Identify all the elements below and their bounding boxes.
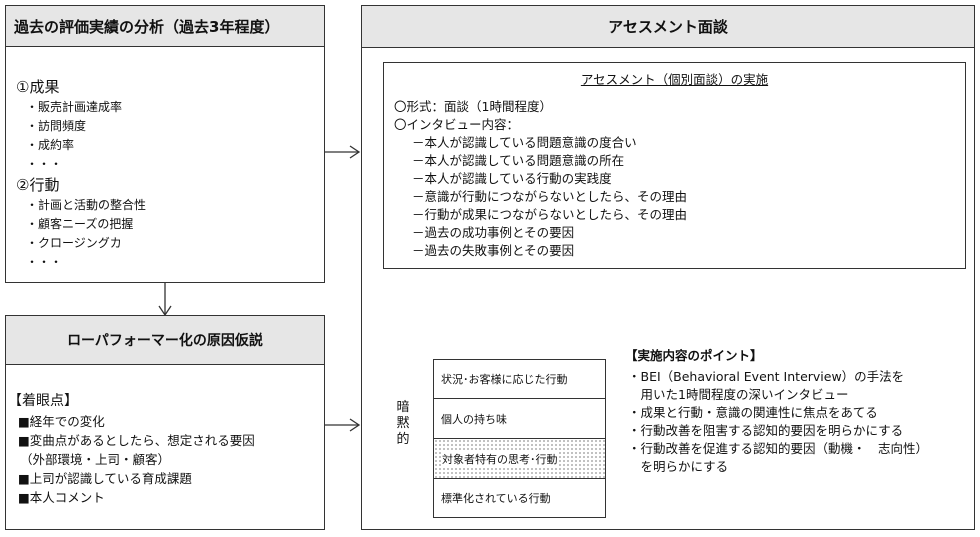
past-evaluation-box: 過去の評価実績の分析（過去3年程度） ①成果 ・販売計画達成率 ・訪問頻度 ・成… [5, 5, 325, 283]
points-title: 【実施内容のポイント】 [625, 348, 763, 363]
outcome-list: ・販売計画達成率 ・訪問頻度 ・成約率 ・・・ [26, 98, 122, 174]
arrow-right-top [325, 145, 361, 159]
layer-specific-thinking: 対象者特有の思考･行動 [433, 438, 606, 479]
past-evaluation-header: 過去の評価実績の分析（過去3年程度） [6, 6, 324, 47]
interview-content-label: 〇インタビュー内容： [394, 117, 520, 132]
past-evaluation-title: 過去の評価実績の分析（過去3年程度） [14, 17, 280, 36]
list-item: ・計画と活動の整合性 [26, 198, 147, 212]
interview-items: －本人が認識している問題意識の度合い －本人が認識している問題意識の所在 －本人… [412, 134, 687, 260]
interview-format: 〇形式：面談（1時間程度） [394, 99, 552, 114]
interview-box: アセスメント（個別面談）の実施 〇形式：面談（1時間程度） 〇インタビュー内容：… [383, 62, 966, 269]
layer-situational-action: 状況･お客様に応じた行動 [433, 359, 606, 399]
list-item: ・成約率 [26, 138, 75, 152]
tacit-label: 暗黙的 [396, 400, 410, 448]
list-item: ・販売計画達成率 [26, 100, 123, 114]
list-item: ■変曲点があるとしたら、想定される要因 [18, 433, 255, 448]
hypothesis-title: ローパフォーマー化の原因仮説 [67, 333, 263, 349]
list-item: －本人が認識している問題意識の度合い [412, 135, 637, 150]
arrow-right-bottom [325, 418, 361, 432]
list-item: －本人が認識している行動の実践度 [412, 171, 612, 186]
list-item: ・・・ [26, 255, 63, 269]
list-item: ■本人コメント [18, 490, 105, 505]
list-item: ・顧客ニーズの把握 [26, 217, 134, 231]
list-item: －意識が行動につながらないとしたら、その理由 [412, 189, 688, 204]
list-item: ・BEI（Behavioral Event Interview）の手法を [628, 369, 905, 384]
assessment-header: アセスメント面談 [362, 6, 974, 48]
list-item: ・行動改善を阻害する認知的要因を明らかにする [628, 423, 904, 438]
list-item: ■経年での変化 [18, 414, 105, 429]
list-item: 用いた1時間程度の深いインタビュー [628, 387, 849, 402]
arrow-down [158, 283, 172, 317]
layer-label: 対象者特有の思考･行動 [441, 450, 559, 467]
layer-personal-trait: 個人の持ち味 [433, 398, 606, 439]
list-item: ■上司が認識している育成課題 [18, 471, 192, 486]
focus-points-list: ■経年での変化 ■変曲点があるとしたら、想定される要因 （外部環境・上司・顧客）… [18, 412, 255, 507]
section-outcome-heading: ①成果 [16, 78, 60, 96]
layer-standard-action: 標準化されている行動 [433, 478, 606, 518]
list-item: －過去の失敗事例とその要因 [412, 243, 575, 258]
section-action-heading: ②行動 [16, 176, 60, 194]
points-list: ・BEI（Behavioral Event Interview）の手法を 用いた… [628, 368, 928, 476]
list-item: －行動が成果につながらないとしたら、その理由 [412, 207, 688, 222]
list-item: －本人が認識している問題意識の所在 [412, 153, 625, 168]
assessment-title: アセスメント面談 [608, 18, 728, 36]
hypothesis-box: ローパフォーマー化の原因仮説 【着眼点】 ■経年での変化 ■変曲点があるとしたら… [5, 315, 325, 530]
focus-points-heading: 【着眼点】 [8, 393, 78, 409]
layer-label: 個人の持ち味 [441, 412, 507, 426]
list-item: （外部環境・上司・顧客） [20, 452, 171, 467]
hypothesis-header: ローパフォーマー化の原因仮説 [6, 316, 324, 365]
layer-label: 標準化されている行動 [441, 492, 551, 505]
list-item: ・訪問頻度 [26, 119, 87, 133]
list-item: ・クロージングカ [26, 236, 122, 250]
action-list: ・計画と活動の整合性 ・顧客ニーズの把握 ・クロージングカ ・・・ [26, 196, 146, 272]
list-item: を明らかにする [628, 459, 729, 474]
interview-title: アセスメント（個別面談）の実施 [580, 72, 769, 87]
list-item: ・成果と行動・意識の関連性に焦点をあてる [628, 405, 878, 420]
list-item: ・・・ [26, 157, 63, 171]
list-item: －過去の成功事例とその要因 [412, 225, 575, 240]
result-label: 成果 [497, 300, 536, 322]
layer-label: 状況･お客様に応じた行動 [441, 373, 568, 386]
list-item: ・行動改善を促進する認知的要因（動機・ 志向性） [628, 441, 929, 456]
